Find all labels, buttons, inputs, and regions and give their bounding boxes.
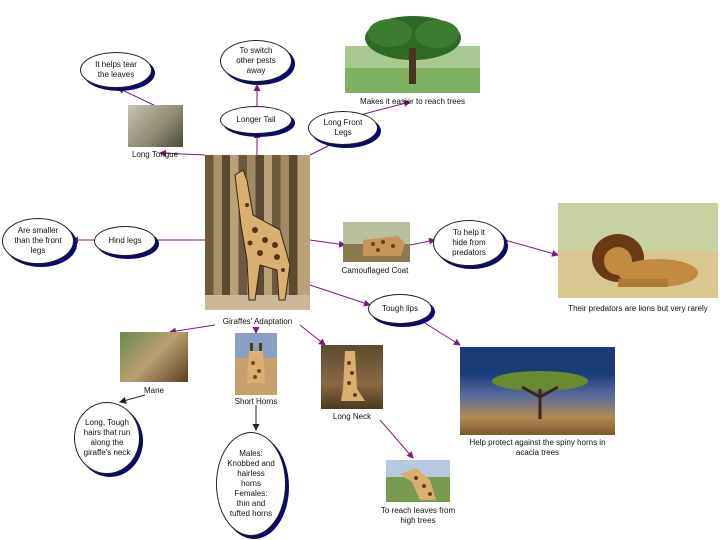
arrow-reason-predators <box>505 240 558 255</box>
short-horns-label: Short Horns <box>220 397 292 407</box>
center-label: Giraffes' Adaptation <box>205 317 310 327</box>
horns-desc-text: Males: Knobbed and hairless horns Female… <box>227 449 275 519</box>
arrow-center-coat <box>310 240 345 245</box>
hind-legs-oval: Hind legs <box>94 226 156 256</box>
neck-photo <box>321 345 383 409</box>
coat-label: Camouflaged Coat <box>330 266 420 276</box>
arrow-center-neck <box>300 325 325 345</box>
hind-reason-oval: Are smaller than the front legs <box>2 218 74 264</box>
lion-photo <box>558 203 718 298</box>
front-legs-text: Long Front Legs <box>318 118 368 138</box>
predators-label: Their predators are lions but very rarel… <box>558 304 718 314</box>
tree-photo <box>345 8 480 93</box>
longer-tail-oval: Longer Tail <box>220 106 292 134</box>
tongue-reason-oval: It helps tear the leaves <box>80 52 152 88</box>
front-legs-oval: Long Front Legs <box>308 111 378 145</box>
lips-reason-text: Help protect against the spiny horns in … <box>469 438 605 457</box>
neck-reason-photo <box>386 460 450 502</box>
arrow-neck-reason <box>380 420 413 458</box>
mane-label: Mane <box>120 386 188 396</box>
tongue-photo <box>128 105 183 147</box>
arrow-lips-reason <box>420 320 460 345</box>
tough-lips-text: Tough lips <box>382 304 418 314</box>
neck-reason-label: To reach leaves from high trees <box>380 506 456 526</box>
coat-reason-oval: To help it hide from predators <box>433 220 505 266</box>
coat-photo <box>343 222 410 262</box>
tail-reason-text: To switch other pests away <box>230 46 282 76</box>
tail-reason-oval: To switch other pests away <box>220 40 292 82</box>
arrow-mane-desc <box>120 395 145 402</box>
arrow-center-lips <box>310 285 370 305</box>
tongue-reason-text: It helps tear the leaves <box>90 60 142 80</box>
mane-desc-text: Long, Tough hairs that run along the gir… <box>82 418 132 458</box>
hind-reason-text: Are smaller than the front legs <box>10 226 66 256</box>
neck-reason-text: To reach leaves from high trees <box>381 506 455 525</box>
horns-photo <box>235 333 277 395</box>
tough-lips-oval: Tough lips <box>368 294 432 324</box>
legs-reason-label: Makes it easier to reach trees <box>345 97 480 107</box>
hind-legs-text: Hind legs <box>108 236 141 246</box>
center-giraffe-photo <box>205 155 310 310</box>
horns-desc-oval: Males: Knobbed and hairless horns Female… <box>216 432 286 536</box>
coat-reason-text: To help it hide from predators <box>445 228 493 258</box>
long-neck-label: Long Neck <box>316 412 388 422</box>
acacia-photo <box>460 347 615 435</box>
mane-desc-oval: Long, Tough hairs that run along the gir… <box>74 402 140 474</box>
arrow-coat-reason <box>410 240 435 245</box>
long-tongue-label: Long Tongue <box>120 150 190 160</box>
mane-photo <box>120 332 188 382</box>
longer-tail-text: Longer Tail <box>237 115 276 125</box>
lips-reason-label: Help protect against the spiny horns in … <box>460 438 615 458</box>
